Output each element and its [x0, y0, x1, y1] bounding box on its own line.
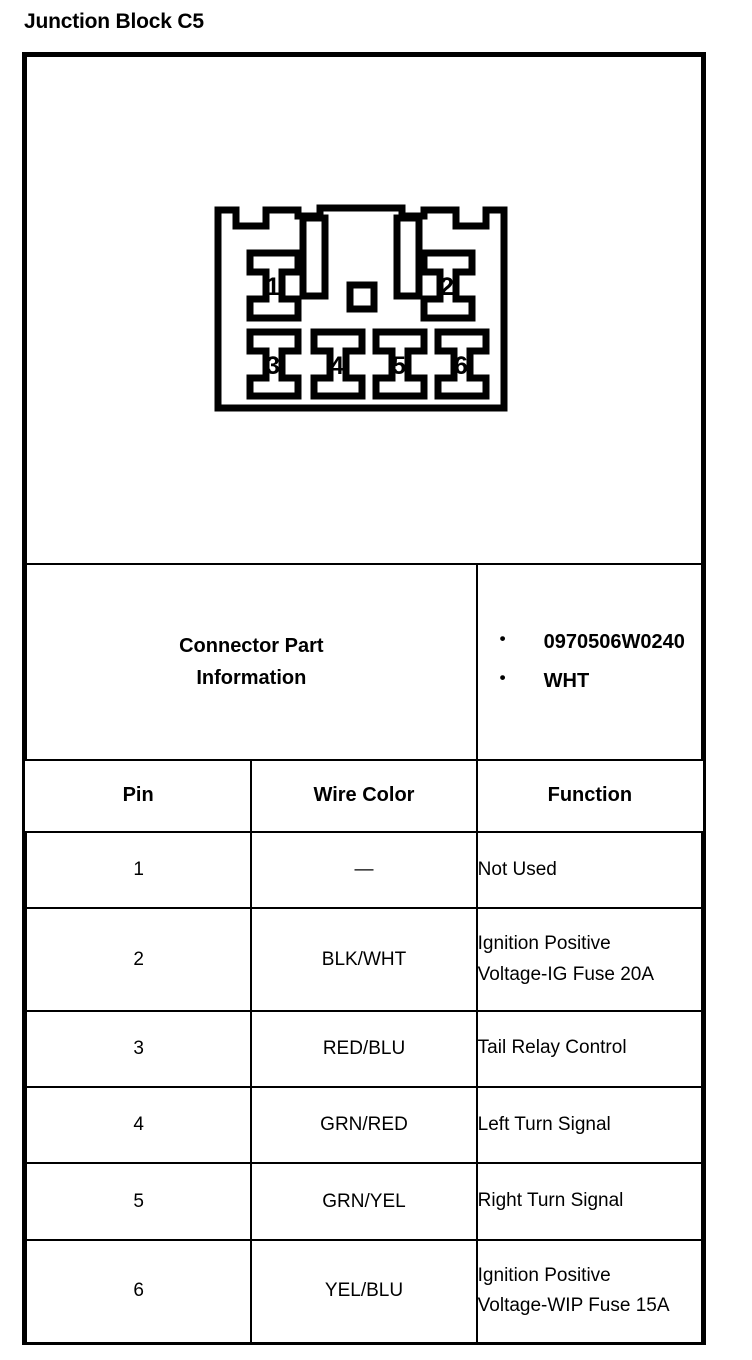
connector-part-color: WHT [500, 661, 701, 701]
cell-pin: 3 [24, 1009, 253, 1089]
table-row: 1 — Not Used [24, 831, 704, 910]
cell-wire-color: GRN/RED [250, 1086, 478, 1165]
pin-number-4: 4 [330, 352, 344, 380]
pin-number-3: 3 [266, 352, 280, 380]
cell-wire-color: GRN/YEL [250, 1162, 478, 1241]
cell-wire-color: YEL/BLU [250, 1238, 478, 1342]
table-row: 3 RED/BLU Tail Relay Control [24, 1009, 704, 1089]
connector-part-value-list: 0970506W0240 WHT [478, 622, 701, 701]
function-line-1: Not Used [477, 858, 557, 880]
column-header-pin: Pin [26, 758, 253, 834]
cell-pin: 6 [24, 1238, 253, 1342]
connector-info-table: 1 2 3 4 5 6 Connector Part [22, 52, 706, 1345]
pin-number-1: 1 [266, 273, 280, 301]
function-line-1: Left Turn Signal [477, 1113, 611, 1135]
cpi-label-line-2: Information [196, 666, 307, 689]
connector-pinout-diagram: 1 2 3 4 5 6 [214, 204, 508, 412]
function-line-1: Tail Relay Control [477, 1037, 627, 1059]
function-line-2: Voltage-WIP Fuse 15A [477, 1295, 670, 1317]
connector-part-information-label: Connector Part Information [25, 562, 478, 761]
pin-number-2: 2 [440, 273, 454, 301]
cell-function: Ignition Positive Voltage-WIP Fuse 15A [475, 1238, 704, 1342]
table-row: 6 YEL/BLU Ignition Positive Voltage-WIP … [24, 1238, 704, 1342]
page-title: Junction Block C5 [24, 10, 204, 33]
table-row: 4 GRN/RED Left Turn Signal [24, 1086, 704, 1165]
cell-pin: 1 [24, 831, 253, 910]
cell-function: Right Turn Signal [475, 1162, 704, 1241]
diagram-row: 1 2 3 4 5 6 [25, 55, 703, 565]
function-line-1: Ignition Positive [477, 932, 611, 954]
function-line-1: Ignition Positive [477, 1264, 611, 1286]
column-header-function: Function [475, 758, 702, 834]
table-row: 2 BLK/WHT Ignition Positive Voltage-IG F… [24, 907, 704, 1012]
table-row: 5 GRN/YEL Right Turn Signal [24, 1162, 704, 1241]
function-line-1: Right Turn Signal [477, 1190, 624, 1212]
connector-part-values-cell: 0970506W0240 WHT [475, 562, 704, 761]
pin-number-6: 6 [454, 352, 468, 380]
cell-function: Not Used [475, 831, 704, 910]
cell-wire-color: RED/BLU [250, 1009, 478, 1089]
pin-number-5: 5 [392, 352, 406, 380]
connector-part-row: Connector Part Information 0970506W0240 … [25, 562, 704, 761]
cell-function: Tail Relay Control [475, 1009, 704, 1089]
connector-diagram-cell: 1 2 3 4 5 6 [25, 55, 703, 565]
column-header-wire-color: Wire Color [250, 758, 478, 834]
pin-table-header-row: Pin Wire Color Function [26, 758, 702, 834]
cell-pin: 2 [24, 907, 253, 1012]
cell-wire-color: BLK/WHT [250, 907, 478, 1012]
cpi-label-line-1: Connector Part [179, 634, 324, 657]
cell-function: Ignition Positive Voltage-IG Fuse 20A [475, 907, 704, 1012]
connector-part-number: 0970506W0240 [500, 622, 701, 662]
function-line-2: Voltage-IG Fuse 20A [477, 963, 655, 985]
cell-pin: 5 [24, 1162, 253, 1241]
cell-wire-color: — [250, 831, 478, 910]
cell-function: Left Turn Signal [475, 1086, 704, 1165]
cell-pin: 4 [24, 1086, 253, 1165]
